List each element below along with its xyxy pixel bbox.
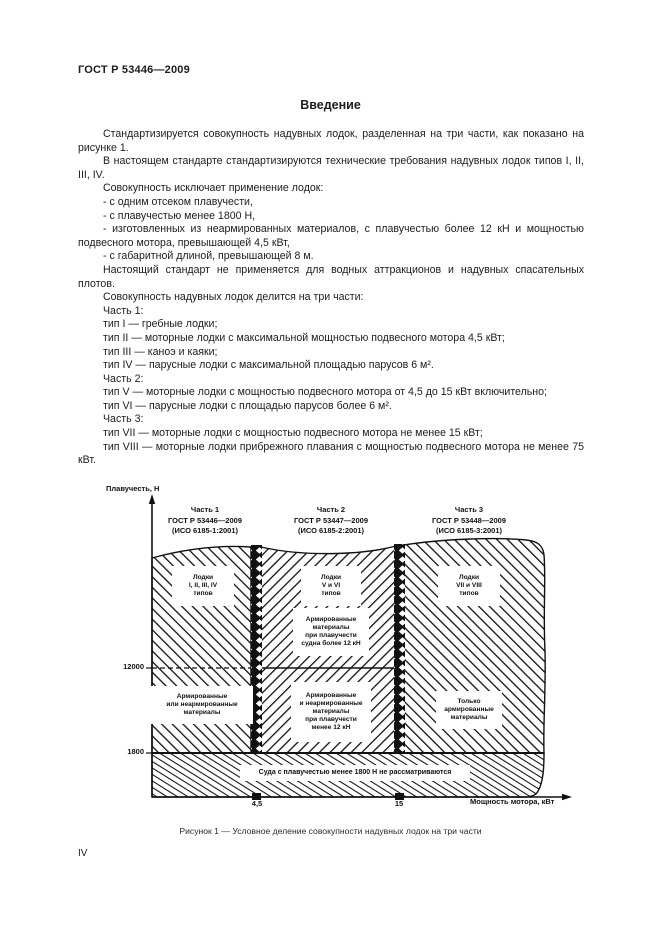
x-axis-label: Мощность мотора, кВт: [470, 797, 555, 806]
paragraph: тип VII — моторные лодки с мощностью под…: [103, 427, 483, 440]
paragraph: - с одним отсеком плавучести,: [103, 195, 253, 208]
paragraph: тип I — гребные лодки;: [103, 318, 218, 331]
paragraph: Настоящий стандарт не применяется для во…: [78, 263, 584, 290]
paragraph: тип IV — парусные лодки с максимальной п…: [103, 359, 434, 372]
page-title: Введение: [300, 98, 361, 112]
paragraph: тип VI — парусные лодки с площадью парус…: [103, 399, 392, 412]
paragraph: тип III — каноэ и каяки;: [103, 345, 218, 358]
paragraph: Часть 3:: [103, 413, 144, 426]
x-tick-label-4-5: 4,5: [251, 799, 263, 808]
label-part2-reinforced-materials: Армированные материалы при плавучести су…: [293, 608, 369, 656]
y-tick-1800: 1800: [127, 747, 144, 756]
label-part2-materials: Армированные и неармированные материалы …: [291, 682, 371, 742]
x-tick-15: [395, 793, 404, 800]
y-axis-arrow: [148, 494, 156, 504]
paragraph: - с габаритной длиной, превышающей 8 м.: [103, 250, 314, 263]
paragraph: Часть 2:: [103, 372, 144, 385]
paragraph: Совокупность надувных лодок делится на т…: [103, 291, 364, 304]
part2-header: Часть 2 ГОСТ Р 53447—2009 (ИСО 6185-2:20…: [293, 505, 368, 535]
paragraph: Стандартизируется совокупность надувных …: [78, 128, 584, 154]
x-tick-label-15: 15: [394, 799, 404, 808]
page-number: IV: [78, 848, 88, 859]
part1-header: Часть 1 ГОСТ Р 53446—2009 (ИСО 6185-1:20…: [167, 505, 242, 535]
part3-header: Часть 3 ГОСТ Р 53448—2009 (ИСО 6185-3:20…: [431, 505, 506, 535]
paragraph: Совокупность исключает применение лодок:: [103, 182, 324, 195]
y-tick-12000: 12000: [123, 662, 144, 671]
separator-band-4-5: [251, 545, 262, 753]
body-text: Стандартизируется совокупность надувных …: [78, 128, 584, 468]
paragraph: - с плавучестью менее 1800 Н,: [103, 209, 256, 222]
figure-caption: Рисунок 1 — Условное деление совокупност…: [179, 826, 482, 836]
paragraph: Часть 1:: [103, 304, 144, 317]
paragraph: тип V — моторные лодки с мощностью подве…: [103, 386, 547, 399]
x-axis-arrow: [562, 793, 572, 801]
x-tick-4-5: [252, 793, 261, 800]
y-axis-label: Плавучесть, Н: [106, 484, 160, 493]
separator-band-15: [394, 544, 405, 753]
label-part1-materials: Армированные или неармированные материал…: [151, 686, 253, 724]
label-part3-materials: Только армированные материалы: [436, 691, 502, 729]
paragraph: - изготовленных из неармированных матери…: [78, 223, 584, 249]
paragraph: тип II — моторные лодки с максимальной м…: [103, 331, 505, 344]
label-part1-boat-types: Лодки I, II, III, IV типов: [172, 566, 234, 606]
paragraph: В настоящем стандарте стандартизируются …: [78, 155, 584, 181]
label-part2-boat-types: Лодки V и VI типов: [301, 566, 361, 606]
paragraph: тип VIII — моторные лодки прибрежного пл…: [78, 440, 584, 467]
label-excluded-boats: Суда с плавучестью менее 1800 Н не рассм…: [240, 765, 470, 781]
label-part3-boat-types: Лодки VII и VIII типов: [438, 566, 500, 606]
doc-number: ГОСТ Р 53446—2009: [78, 64, 190, 76]
